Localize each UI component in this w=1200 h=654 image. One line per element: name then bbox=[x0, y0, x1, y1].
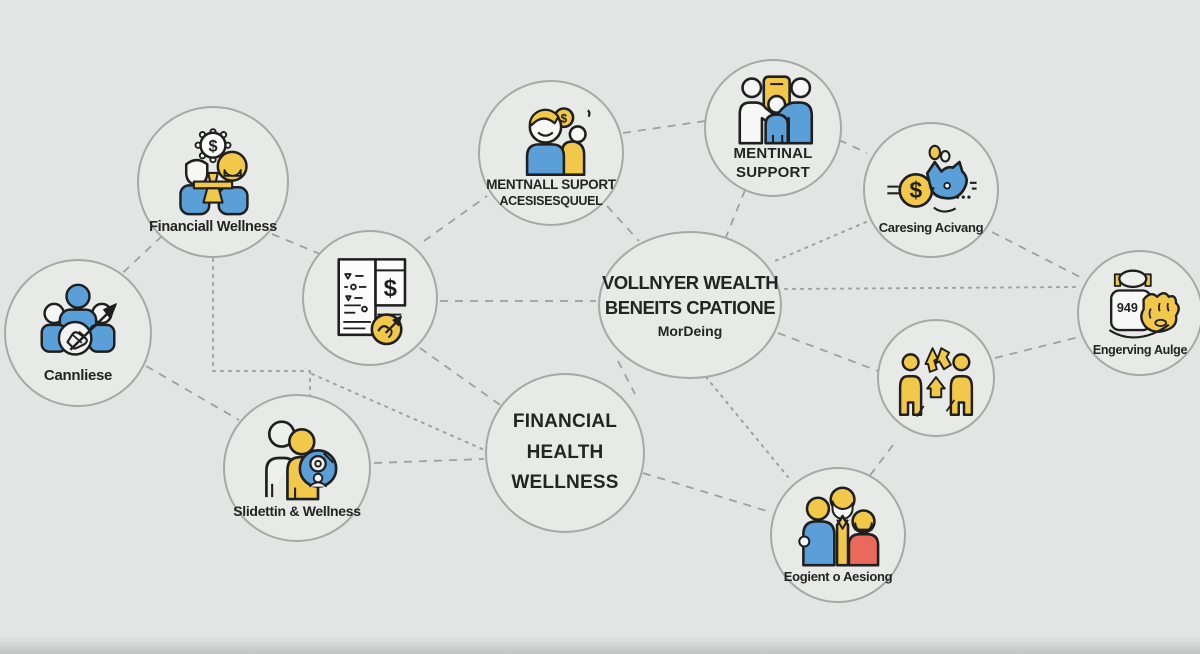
node-label-line2: ACESISESQUUEL bbox=[499, 193, 603, 208]
people-camera-lens-icon bbox=[249, 415, 345, 501]
edge-mentinal-hub bbox=[725, 189, 746, 238]
edge-hub-eogient bbox=[705, 376, 789, 478]
node-label: Cannliese bbox=[43, 366, 113, 384]
edge-financial-elbow bbox=[212, 258, 311, 372]
team-target-arrow-icon bbox=[30, 281, 126, 365]
svg-text:$: $ bbox=[208, 137, 217, 155]
node-caresing-acivang: $ Caresing Acivang bbox=[863, 122, 999, 258]
edge-mentnall-mentinal bbox=[622, 120, 706, 134]
svg-text:$: $ bbox=[384, 275, 397, 302]
node-label: Slidettin & Wellness bbox=[233, 503, 361, 520]
hub-title-line2: BENEITS CPATIONE bbox=[604, 297, 776, 318]
edge-fhw-eogient bbox=[642, 472, 771, 513]
fhw-line1: FINANCIAL bbox=[512, 410, 618, 432]
edge-elbow-fhw bbox=[311, 373, 490, 453]
edge-checklist-fhw bbox=[419, 347, 504, 408]
node-slidettin-wellness: Slidettin & Wellness bbox=[223, 394, 371, 542]
edge-hub-fhw bbox=[617, 360, 636, 395]
node-vollnyer-hub: VOLLNYER WEALTH BENEITS CPATIONE MorDein… bbox=[598, 231, 782, 379]
node-cannliese: Cannliese bbox=[4, 259, 152, 407]
edge-caresing-hub bbox=[774, 221, 867, 262]
node-financial-health-wellness: FINANCIAL HEALTH WELLNESS bbox=[485, 373, 645, 533]
people-gear-dollar-icon: $ bbox=[165, 128, 261, 216]
svg-text:949: 949 bbox=[1117, 301, 1138, 315]
edge-financial-checklist bbox=[271, 233, 321, 255]
checklist-document-icon: $ bbox=[324, 250, 416, 346]
edge-hub-exchange bbox=[777, 332, 879, 372]
people-exchange-arrows-icon bbox=[892, 336, 980, 420]
edge-hub-engerving bbox=[784, 286, 1077, 290]
jar-glove-hand-icon: 949 bbox=[1095, 267, 1185, 341]
node-eogient-aesiong: Eogient o Aesiong bbox=[770, 467, 906, 603]
node-mentinal-support: MENTINAL SUPPORT bbox=[704, 59, 842, 197]
piggy-bank-coin-icon: $ bbox=[881, 143, 981, 217]
family-group-icon bbox=[792, 485, 884, 567]
node-engerving-aulge: 949 Engerving Aulge bbox=[1077, 250, 1200, 376]
edge-financial-cannliese bbox=[113, 235, 163, 282]
node-label: Eogient o Aesiong bbox=[783, 568, 893, 584]
edge-exchange-eogient bbox=[867, 444, 894, 479]
edge-cannliese-slidettin bbox=[145, 365, 240, 421]
edge-caresing-engerving bbox=[991, 231, 1081, 278]
svg-text:$: $ bbox=[909, 177, 922, 203]
node-label-line1: MENTINAL bbox=[733, 145, 813, 163]
edge-slidettin-fhw bbox=[373, 458, 485, 464]
node-benefits-checklist: $ bbox=[302, 230, 438, 366]
hub-title-line1: VOLLNYER WEALTH bbox=[601, 272, 779, 294]
node-people-exchange bbox=[877, 319, 995, 437]
edge-checklist-mentnall bbox=[423, 195, 488, 242]
node-mentnall-suport: $ MENTNALL SUPORT ACESISESQUUEL bbox=[478, 80, 624, 226]
svg-text:$: $ bbox=[561, 111, 568, 125]
node-label-line1: MENTNALL SUPORT bbox=[486, 176, 616, 192]
node-label: Caresing Acivang bbox=[878, 220, 984, 236]
edge-exchange-engerving bbox=[994, 336, 1080, 359]
node-label: Engerving Aulge bbox=[1092, 343, 1188, 358]
group-hug-sign-icon bbox=[726, 73, 820, 145]
edge-mentinal-caresing bbox=[838, 139, 868, 154]
hub-title-line3: MorDeing bbox=[657, 322, 723, 339]
smiling-person-coin-icon: $ bbox=[505, 97, 597, 177]
node-label: Financiall Wellness bbox=[149, 218, 277, 235]
node-label-line2: SUPPORT bbox=[736, 164, 810, 181]
fhw-line2: HEALTH bbox=[526, 441, 604, 463]
edge-mentnall-hub bbox=[606, 205, 640, 242]
node-financial-wellness: $ Financiall Wellness bbox=[137, 106, 289, 258]
fhw-line3: WELLNESS bbox=[511, 472, 619, 494]
